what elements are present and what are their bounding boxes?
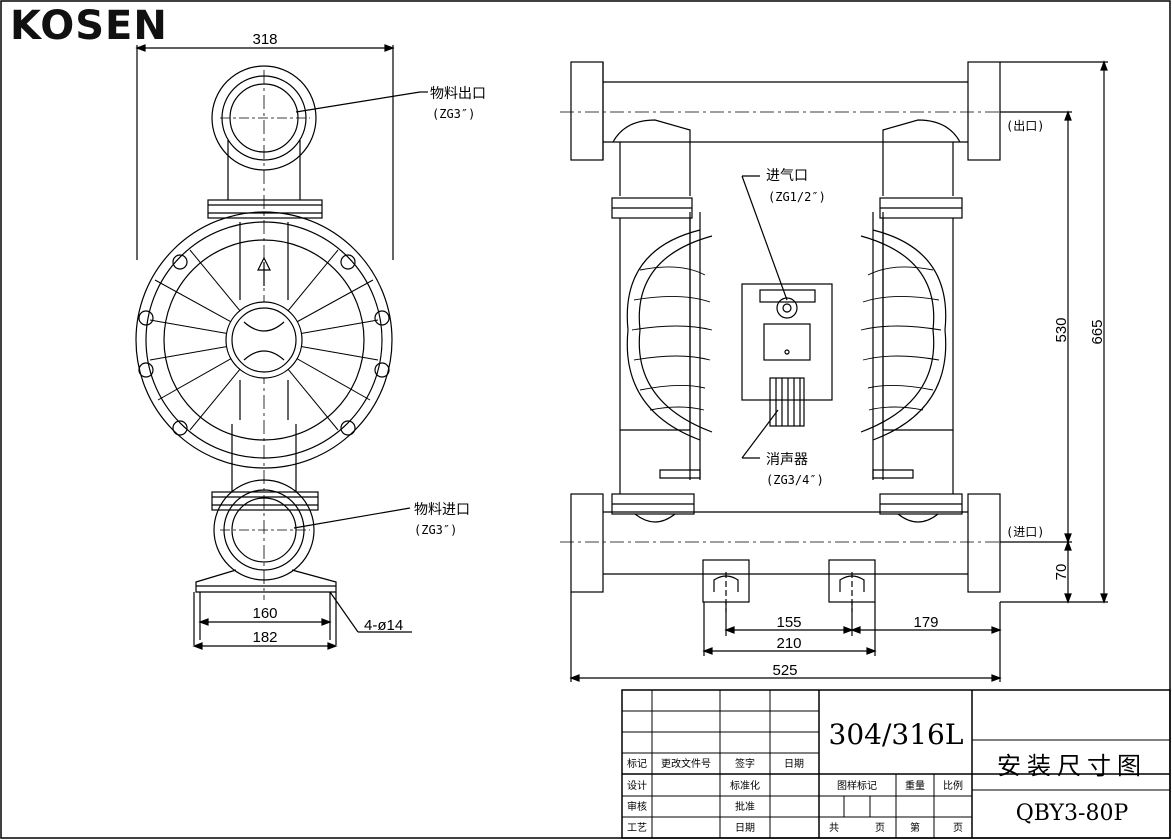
tb-sample-mark: 图样标记 [837, 779, 877, 792]
brand-logo: KOSEN [10, 3, 168, 49]
tb-no: 第 [910, 821, 920, 834]
dim-179: 179 [913, 614, 938, 631]
inlet-spec: (ZG3″) [414, 523, 457, 537]
dim-210: 210 [776, 635, 801, 652]
tb-total: 共 [829, 822, 839, 834]
tb-weight: 重量 [905, 779, 925, 792]
tb-date2: 日期 [735, 822, 755, 834]
dim-160: 160 [252, 605, 277, 622]
outlet-tag: (出口) [1006, 119, 1044, 133]
material-grade: 304/316L [829, 718, 964, 751]
inlet-label: 物料进口 [414, 502, 470, 518]
hole-spec: 4-ø14 [364, 617, 403, 634]
dim-530: 530 [1053, 317, 1070, 342]
tb-approve: 批准 [735, 800, 755, 813]
tb-standardize: 标准化 [730, 779, 760, 792]
tb-mark: 标记 [627, 758, 647, 770]
muffler-spec: (ZG3/4″) [766, 473, 824, 487]
dim-70: 70 [1053, 564, 1070, 581]
tb-page2: 页 [953, 822, 963, 834]
inlet-tag: (进口) [1006, 525, 1044, 539]
tb-process: 工艺 [627, 822, 647, 834]
tb-review: 审核 [627, 800, 647, 813]
tb-change-doc: 更改文件号 [661, 757, 711, 770]
outlet-spec: (ZG3″) [432, 107, 475, 121]
outlet-label: 物料出口 [430, 86, 486, 102]
dim-182: 182 [252, 629, 277, 646]
drawing-title: 安装尺寸图 [997, 752, 1147, 780]
side-view [560, 60, 1108, 682]
dim-525: 525 [772, 662, 797, 679]
air-inlet-label: 进气口 [766, 168, 808, 184]
tb-sign: 签字 [735, 757, 755, 770]
dim-318: 318 [252, 31, 277, 48]
dim-155: 155 [776, 614, 801, 631]
muffler-label: 消声器 [766, 452, 808, 468]
tb-page: 页 [875, 822, 885, 834]
tb-date: 日期 [784, 758, 804, 770]
air-inlet-spec: (ZG1/2″) [768, 190, 826, 204]
dim-665: 665 [1089, 319, 1106, 344]
tb-scale: 比例 [943, 779, 963, 792]
title-block [621, 689, 1171, 839]
model-number: QBY3-80P [1016, 801, 1129, 826]
front-view [135, 44, 428, 650]
tb-design: 设计 [627, 779, 647, 792]
